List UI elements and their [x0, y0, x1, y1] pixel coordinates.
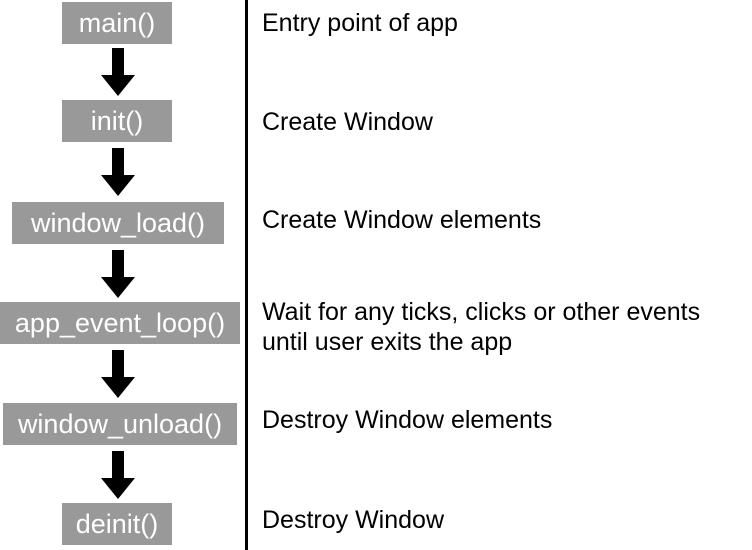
flow-box-main[interactable]: main(): [62, 2, 172, 44]
flow-box-window-load[interactable]: window_load(): [12, 202, 224, 244]
description-window-unload: Destroy Window elements: [262, 406, 553, 434]
down-arrow-icon: [101, 148, 135, 196]
down-arrow-icon: [101, 451, 135, 499]
description-init: Create Window: [262, 108, 433, 136]
flow-box-window-load-label: window_load(): [30, 207, 206, 238]
flow-box-deinit-label: deinit(): [75, 508, 159, 539]
down-arrow-icon: [101, 350, 135, 398]
down-arrow-icon: [101, 48, 135, 96]
flow-column: main() init() window_load() app_event_lo…: [0, 0, 246, 550]
column-divider: [245, 0, 248, 550]
description-column: Entry point of app Create Window Create …: [262, 0, 752, 550]
flow-box-main-label: main(): [78, 7, 156, 38]
description-app-event-loop: Wait for any ticks, clicks or other even…: [262, 298, 701, 356]
flow-box-window-unload[interactable]: window_unload(): [3, 403, 237, 445]
flow-box-init-label: init(): [90, 105, 144, 136]
flow-box-app-event-loop-label: app_event_loop(): [14, 307, 226, 338]
flow-box-app-event-loop[interactable]: app_event_loop(): [0, 302, 240, 344]
flow-box-deinit[interactable]: deinit(): [62, 503, 172, 545]
flow-box-window-unload-label: window_unload(): [17, 408, 223, 439]
down-arrow-icon: [101, 250, 135, 298]
description-window-load: Create Window elements: [262, 206, 542, 234]
description-main: Entry point of app: [262, 9, 458, 37]
description-deinit: Destroy Window: [262, 506, 444, 534]
flow-box-init[interactable]: init(): [62, 100, 172, 142]
